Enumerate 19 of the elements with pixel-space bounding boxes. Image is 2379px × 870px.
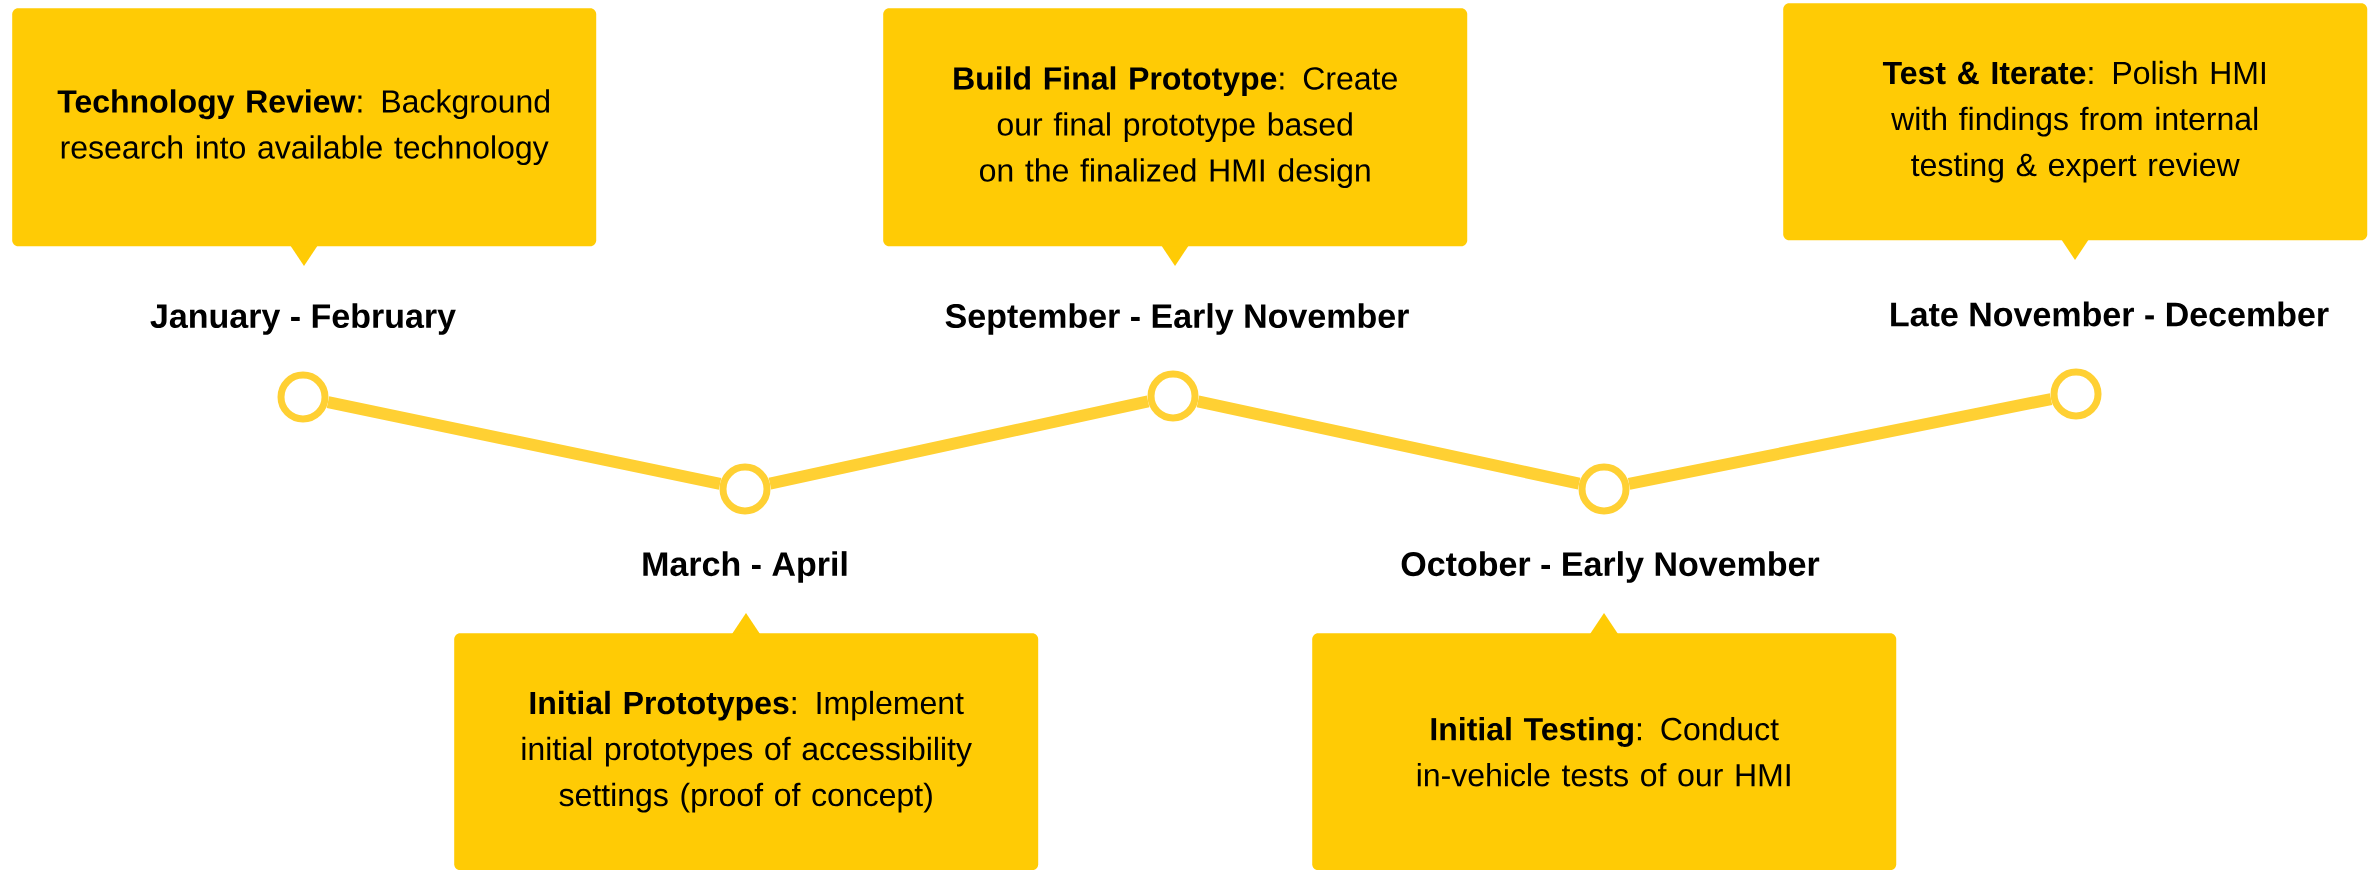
timeline-line	[1627, 393, 2053, 490]
callout-box: Test & Iterate: Polish HMI with findings from internal testing & expert review	[1783, 3, 2368, 260]
date-label: March - April	[643, 551, 847, 583]
date-label: September - Early November	[945, 303, 1409, 335]
callout-box: Initial Testing: Conduct in-vehicle tests of our HMI	[1312, 613, 1897, 870]
timeline-marker	[1578, 463, 1630, 515]
timeline-marker	[2050, 368, 2102, 420]
timeline-marker	[277, 371, 329, 423]
timeline-line	[768, 395, 1150, 490]
timeline-line	[326, 396, 722, 490]
timeline-marker	[719, 463, 771, 515]
date-label: January - February	[150, 303, 456, 335]
date-label: Late November - December	[1891, 301, 2329, 327]
callout-box: Technology Review: Background research into available technology	[12, 8, 597, 266]
callout-box: Initial Prototypes: Implement initial prototypes of accessibility settings (proof of concept)	[454, 613, 1039, 870]
callout-box: Build Final Prototype: Create our final prototype based on the finalized HMI design	[883, 8, 1468, 266]
date-label: October - Early November	[1401, 551, 1820, 583]
timeline-marker	[1147, 370, 1199, 422]
timeline-line	[1196, 395, 1581, 490]
